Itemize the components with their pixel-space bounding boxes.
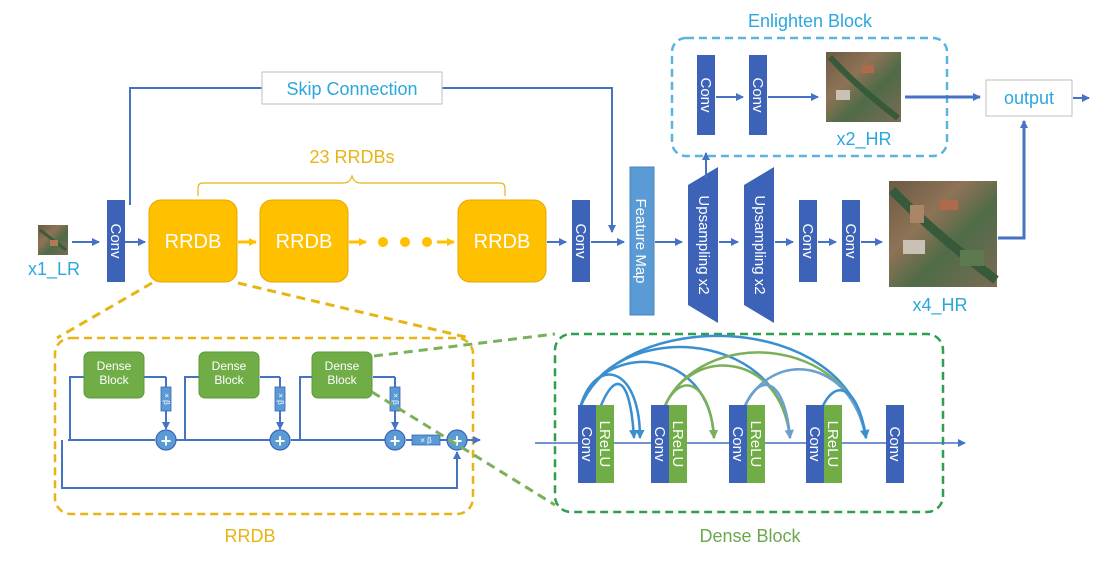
ellipsis-dots — [378, 237, 432, 247]
svg-text:Conv: Conv — [651, 426, 668, 462]
dense-block-frame — [553, 332, 945, 514]
skip-connection-label: Skip Connection — [286, 79, 417, 99]
svg-text:+: + — [275, 431, 286, 451]
zoom-line — [371, 390, 556, 507]
upsampling-block-2: Upsampling x2 — [744, 167, 774, 323]
rrdb-detail-frame — [53, 336, 475, 516]
rrdb-brace — [197, 173, 506, 196]
svg-text:RRDB: RRDB — [474, 231, 531, 253]
beta-scale-1: × β — [160, 386, 172, 412]
plus-node: + — [446, 429, 468, 451]
svg-text:LReLU: LReLU — [824, 421, 841, 468]
conv-block: Conv — [842, 200, 860, 282]
conv-block: Conv — [107, 200, 125, 282]
enlighten-block-title: Enlighten Block — [748, 11, 873, 31]
skip-connection-box — [261, 71, 443, 105]
svg-text:Conv: Conv — [749, 77, 766, 113]
svg-text:Conv: Conv — [799, 223, 816, 259]
conv-lrelu-unit-1: Conv LReLU — [578, 405, 614, 483]
svg-text:LReLU: LReLU — [747, 421, 764, 468]
beta-scale-3: × β — [389, 386, 401, 412]
output-box — [985, 79, 1073, 117]
svg-text:Conv: Conv — [729, 426, 746, 462]
rrdb-internal-lines — [61, 376, 481, 489]
svg-text:Conv: Conv — [886, 426, 903, 462]
svg-text:Conv: Conv — [697, 77, 714, 113]
rrdb-detail-title: RRDB — [224, 526, 275, 546]
svg-text:× β: × β — [162, 393, 171, 405]
svg-text:× β: × β — [391, 393, 400, 405]
svg-text:Upsampling x2: Upsampling x2 — [695, 195, 712, 294]
beta-scale-final: × β — [411, 434, 441, 446]
dense-block-label-line: Block — [214, 373, 244, 387]
dense-block-title: Dense Block — [699, 526, 801, 546]
dense-block-label-line: Block — [327, 373, 357, 387]
conv-block: Conv — [799, 200, 817, 282]
dense-block-label-line: Dense — [325, 359, 360, 373]
svg-text:Upsampling x2: Upsampling x2 — [751, 195, 768, 294]
svg-text:× β: × β — [276, 393, 285, 405]
conv-block: Conv — [572, 200, 590, 282]
rrdb-block-2: RRDB — [259, 199, 349, 283]
conv-block: Conv — [749, 55, 767, 135]
svg-text:RRDB: RRDB — [276, 231, 333, 253]
plus-node: + — [384, 429, 406, 451]
x1-lr-label: x1_LR — [28, 259, 80, 280]
x2-hr-label: x2_HR — [836, 129, 891, 150]
dense-block-label-line: Dense — [97, 359, 132, 373]
x2-hr-image — [826, 52, 901, 122]
svg-text:Conv: Conv — [806, 426, 823, 462]
output-label: output — [1004, 88, 1054, 108]
beta-scale-2: × β — [274, 386, 286, 412]
plus-node: + — [155, 429, 177, 451]
x1-lr-image — [38, 225, 68, 255]
rrdb-block-1: RRDB — [148, 199, 238, 283]
zoom-line — [373, 332, 556, 358]
svg-text:× β: × β — [420, 436, 432, 445]
conv-lrelu-unit-3: Conv LReLU — [729, 405, 765, 483]
conv-block-final: Conv — [886, 405, 904, 483]
upsampling-block-1: Upsampling x2 — [688, 167, 718, 323]
dense-block-label-line: Dense — [212, 359, 247, 373]
dense-block-label-line: Block — [99, 373, 129, 387]
svg-text:RRDB: RRDB — [165, 231, 222, 253]
zoom-line — [56, 281, 153, 340]
dense-skip-arcs — [578, 334, 870, 439]
rrdb-count-label: 23 RRDBs — [309, 147, 394, 167]
svg-text:Conv: Conv — [107, 223, 124, 259]
svg-text:LReLU: LReLU — [669, 421, 686, 468]
x4-hr-label: x4_HR — [912, 295, 967, 316]
conv-lrelu-unit-2: Conv LReLU — [651, 405, 687, 483]
x4-hr-image — [888, 181, 999, 287]
feature-map-block: Feature Map — [629, 166, 655, 316]
svg-text:Feature Map: Feature Map — [632, 198, 649, 283]
conv-lrelu-unit-4: Conv LReLU — [806, 405, 842, 483]
svg-text:Conv: Conv — [572, 223, 589, 259]
svg-text:+: + — [452, 431, 463, 451]
svg-text:Conv: Conv — [578, 426, 595, 462]
svg-text:+: + — [161, 431, 172, 451]
svg-text:+: + — [390, 431, 401, 451]
zoom-line — [237, 281, 471, 340]
conv-block: Conv — [697, 55, 715, 135]
plus-node: + — [269, 429, 291, 451]
x4-to-output-line — [998, 120, 1028, 240]
rrdb-block-n: RRDB — [457, 199, 547, 283]
svg-text:LReLU: LReLU — [596, 421, 613, 468]
svg-text:Conv: Conv — [842, 223, 859, 259]
